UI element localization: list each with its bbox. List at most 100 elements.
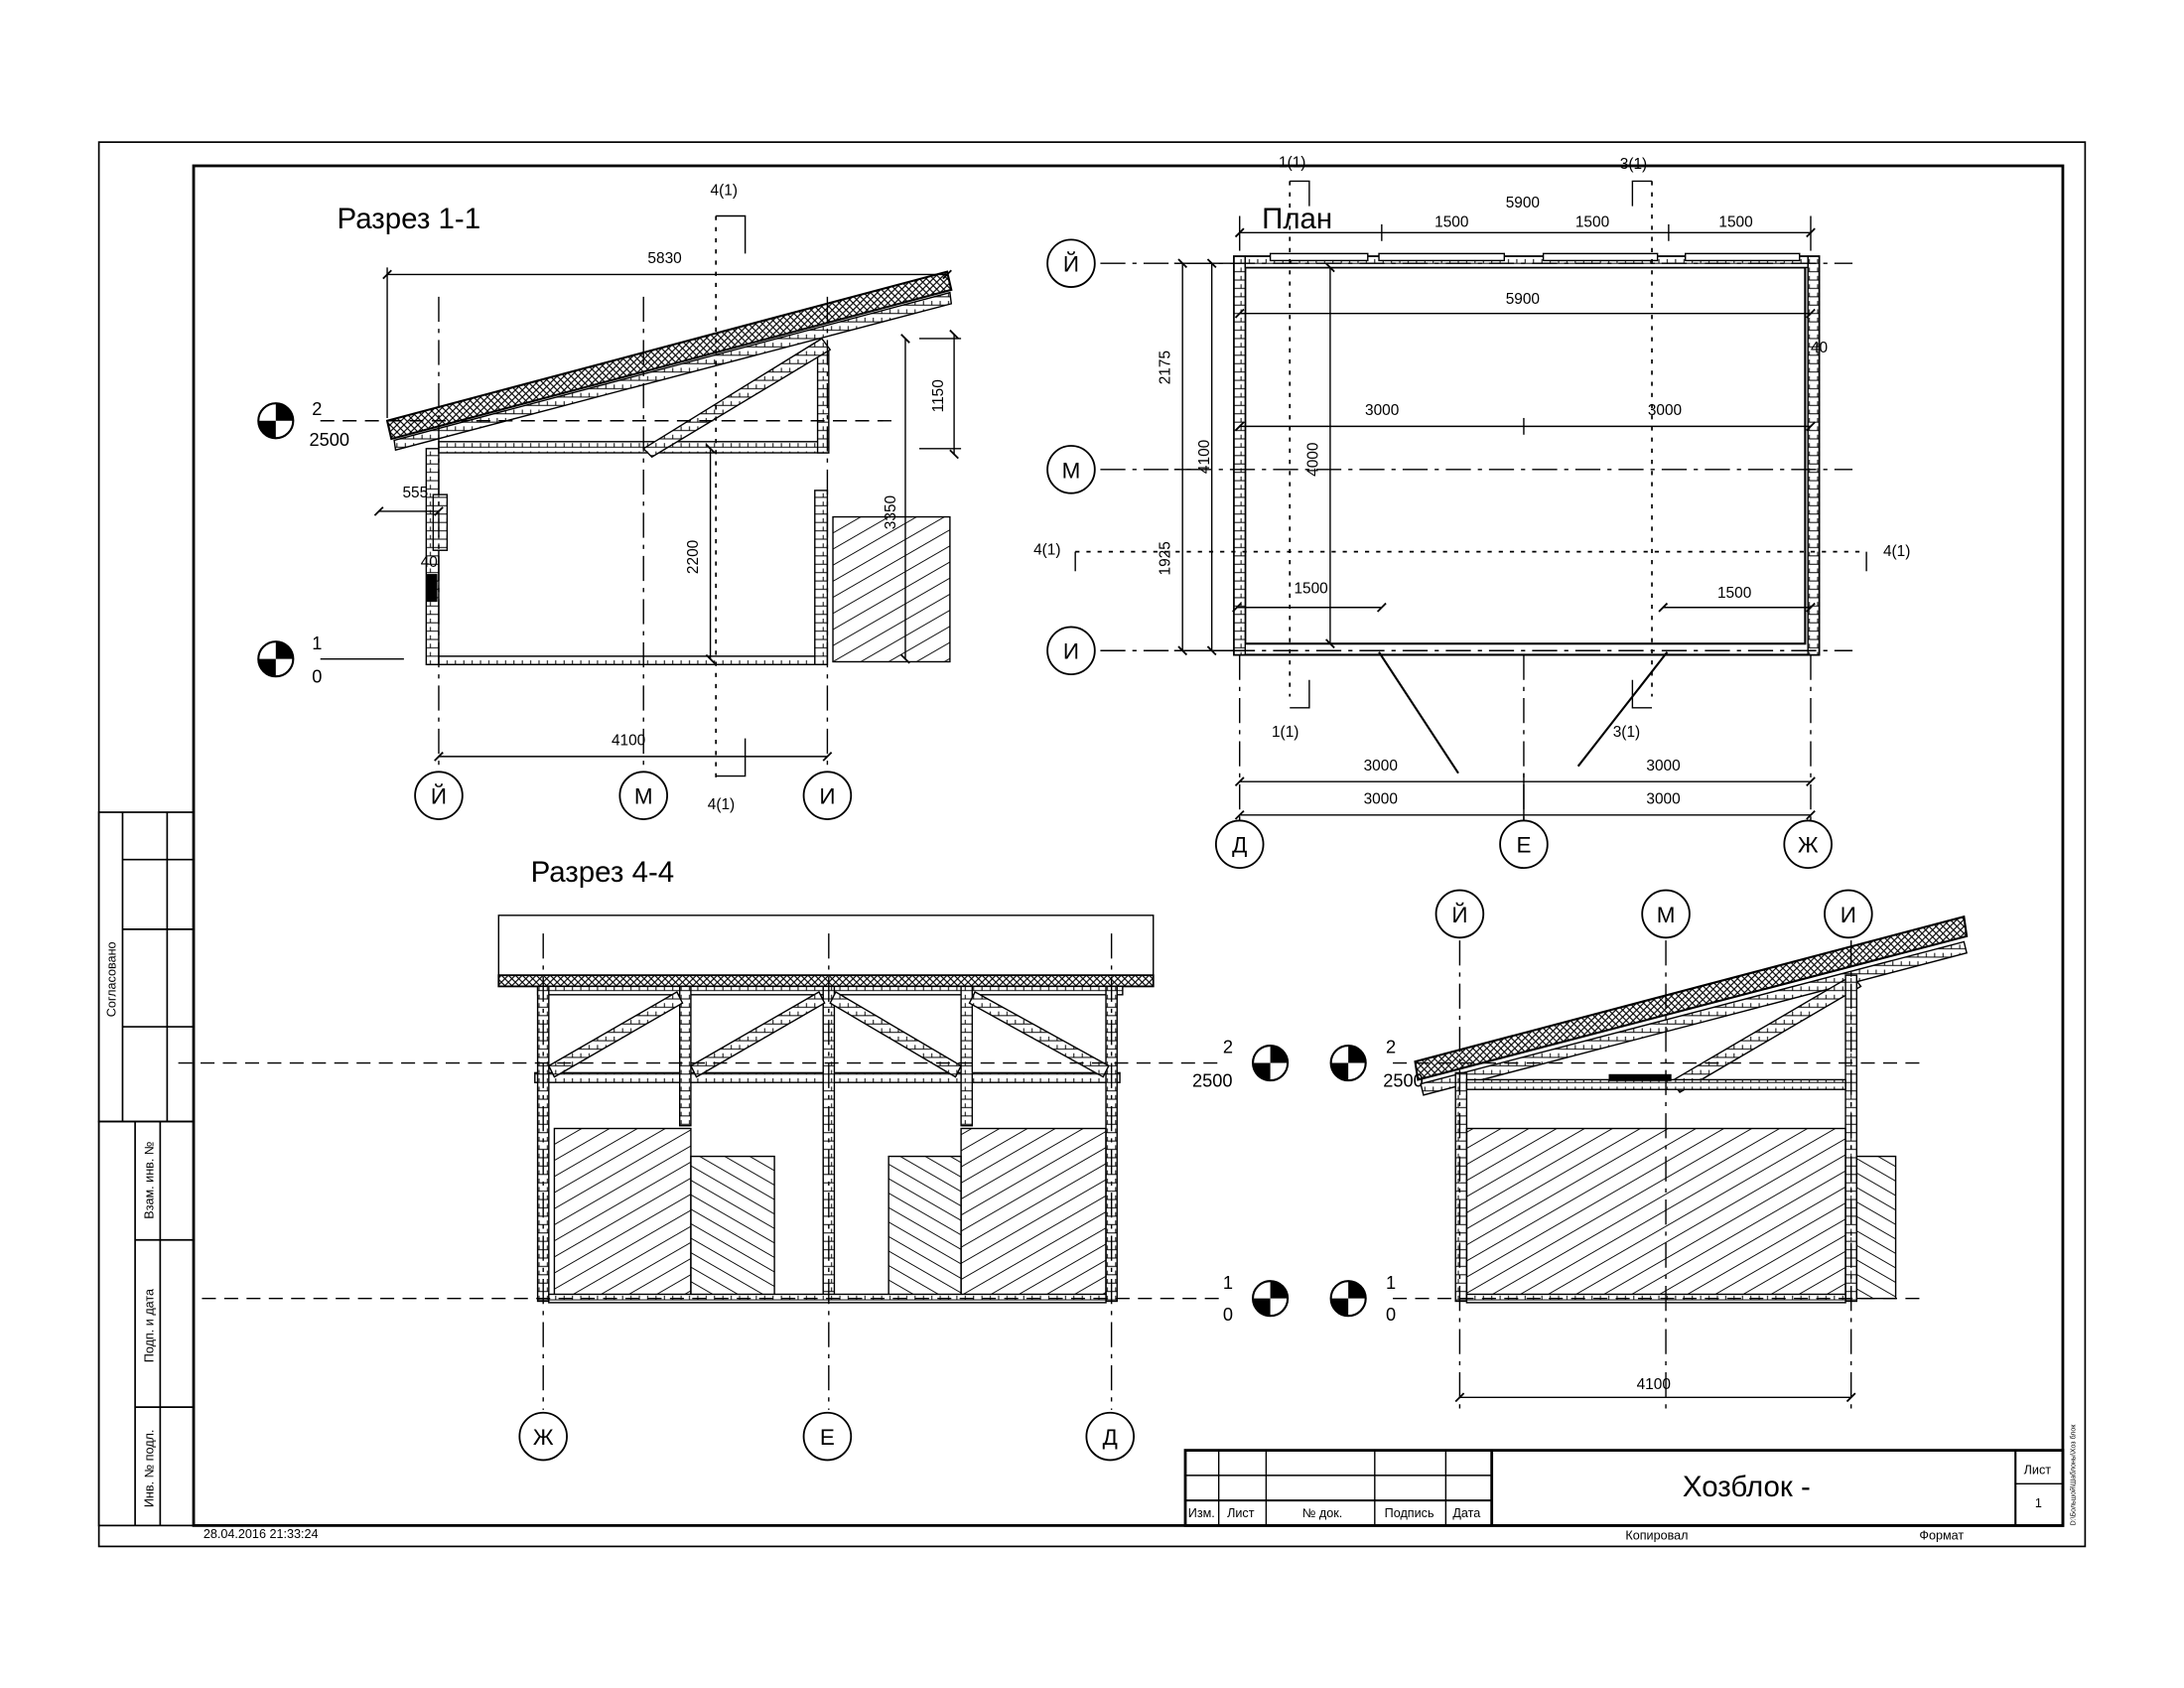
plan-axis-I: И (1063, 639, 1079, 664)
s44-level-1-num: 1 (1223, 1272, 1233, 1293)
section-4-4: Разрез 4-4 (178, 856, 1290, 1462)
tb-sheet-num: 1 (2035, 1496, 2042, 1510)
plan-dim-top-a: 1500 (1434, 214, 1468, 231)
s22-level-2-num: 2 (1386, 1037, 1396, 1057)
plan-axis-Zh: Ж (1798, 833, 1819, 858)
inner-frame (192, 164, 2065, 1527)
s11-axis-left: Й (431, 784, 447, 809)
s22-axis-left: Й (1451, 903, 1467, 927)
plan-dim-bot-a1: 3000 (1364, 758, 1398, 774)
tb-sheet-label: Лист (2024, 1463, 2052, 1477)
s22-axis-bubble-left (1434, 889, 1485, 939)
plan-dim-inner-3000a: 3000 (1365, 402, 1399, 419)
plan-cut3-top: 3(1) (1620, 156, 1647, 173)
stamp-inv: Инв. № подл. (142, 1430, 156, 1508)
s44-axis-right: Д (1103, 1425, 1118, 1450)
footer-format: Формат (1919, 1528, 1964, 1542)
s11-level-2-num: 2 (312, 398, 322, 419)
s44-level-2-num: 2 (1223, 1037, 1233, 1057)
stamp-podp: Подп. и дата (142, 1288, 156, 1362)
tb-col-doc: № док. (1302, 1506, 1342, 1520)
s44-level-1-marker (1252, 1280, 1290, 1318)
section-4-4-title: Разрез 4-4 (531, 856, 675, 889)
plan-dim-bot-b2: 3000 (1646, 791, 1680, 808)
plan-cut4-right: 4(1) (1883, 543, 1910, 560)
s11-dim-5830: 5830 (647, 250, 681, 267)
s44-axis-mid: Е (820, 1425, 835, 1450)
plan-axis-M: М (1062, 458, 1081, 483)
plan-axis-bubble-Y (1046, 238, 1096, 288)
s22-axis-bubble-right (1824, 889, 1873, 939)
s44-axis-bubble-mid (802, 1411, 853, 1462)
s11-axis-bubble-mid (618, 771, 668, 820)
plan-dim-2175: 2175 (1158, 351, 1174, 384)
plan-dim-bot-b1: 3000 (1364, 791, 1398, 808)
plan-dim-bot-a2: 3000 (1646, 758, 1680, 774)
tb-col-sign: Подпись (1385, 1506, 1434, 1520)
s11-dim-2200: 2200 (685, 540, 702, 574)
s44-axis-bubble-left (518, 1411, 568, 1462)
s11-dim-1150: 1150 (930, 379, 947, 412)
s22-dim-4100: 4100 (1637, 1376, 1671, 1393)
plan-axis-E: Е (1516, 833, 1531, 858)
s11-cut-top: 4(1) (711, 182, 738, 199)
s22-level-1-marker (1329, 1280, 1367, 1318)
side-path: D:\Большой\Шаблоны\Хоз блок (2070, 1424, 2078, 1526)
plan-axis-bubble-D (1214, 819, 1265, 870)
section-side: 4100 2 2500 1 0 Й М И (1329, 889, 1969, 1410)
plan-axis-bubble-Zh (1783, 819, 1833, 870)
s11-axis-bubble-left (414, 771, 464, 820)
plan-axis-bubble-I (1046, 626, 1096, 676)
section-1-1-title: Разрез 1-1 (338, 203, 481, 235)
s22-level-1-num: 1 (1386, 1272, 1396, 1293)
plan-dim-door-left: 1500 (1294, 581, 1327, 598)
s11-level-1-value: 0 (312, 666, 322, 687)
stamp-vzam: Взам. инв. № (142, 1142, 156, 1219)
s11-axis-bubble-right (802, 771, 853, 820)
s11-level-1-marker (257, 640, 295, 678)
s11-axis-right: И (819, 784, 835, 809)
plan-dim-1925: 1925 (1158, 541, 1174, 575)
title-block (1183, 1449, 2065, 1527)
stamp-agreed: Согласовано (104, 941, 118, 1017)
plan-dim-inner-3000b: 3000 (1648, 402, 1682, 419)
plan-title: План (1262, 203, 1332, 235)
s44-level-2-value: 2500 (1192, 1069, 1233, 1090)
plan-cut4-left: 4(1) (1033, 541, 1060, 558)
s11-dim-3350: 3350 (883, 495, 899, 529)
plan-dim-40: 40 (1811, 340, 1828, 356)
section-1-1: Разрез 1-1 (257, 182, 962, 820)
plan-dim-door-right: 1500 (1717, 585, 1751, 602)
plan-axis-D: Д (1232, 833, 1247, 858)
timestamp: 28.04.2016 21:33:24 (204, 1527, 319, 1541)
plan-dim-top-c: 1500 (1718, 214, 1752, 231)
tb-title: Хозблок - (1683, 1471, 1811, 1503)
plan-cut1-top: 1(1) (1279, 154, 1305, 171)
tb-col-list: Лист (1227, 1506, 1255, 1520)
s11-level-2-marker (257, 402, 295, 440)
plan-axis-bubble-E (1499, 819, 1549, 870)
s44-axis-bubble-right (1085, 1411, 1136, 1462)
s44-axis-left: Ж (533, 1425, 554, 1450)
plan-axis-bubble-M (1046, 445, 1096, 494)
plan-dim-inner-5900: 5900 (1506, 291, 1540, 308)
s11-level-1-num: 1 (312, 633, 322, 653)
plan-dim-top-total: 5900 (1506, 195, 1540, 211)
s22-level-2-marker (1329, 1044, 1367, 1082)
side-stamp (97, 811, 195, 1527)
plan-cut1-bottom: 1(1) (1272, 724, 1298, 741)
plan-cut3-bottom: 3(1) (1613, 724, 1640, 741)
plan-view: План (1033, 154, 1910, 870)
s11-level-2-value: 2500 (309, 429, 349, 450)
s11-dim-555: 555 (402, 485, 428, 501)
s22-level-2-value: 2500 (1383, 1069, 1424, 1090)
plan-dim-top-b: 1500 (1575, 214, 1609, 231)
s44-level-1-value: 0 (1223, 1304, 1233, 1325)
tb-col-date: Дата (1452, 1506, 1481, 1520)
s44-level-2-marker (1252, 1044, 1290, 1082)
s11-axis-mid: М (634, 784, 653, 809)
plan-dim-4100: 4100 (1196, 440, 1213, 474)
s22-axis-mid: М (1657, 903, 1676, 927)
footer-copied: Копировал (1625, 1528, 1688, 1542)
